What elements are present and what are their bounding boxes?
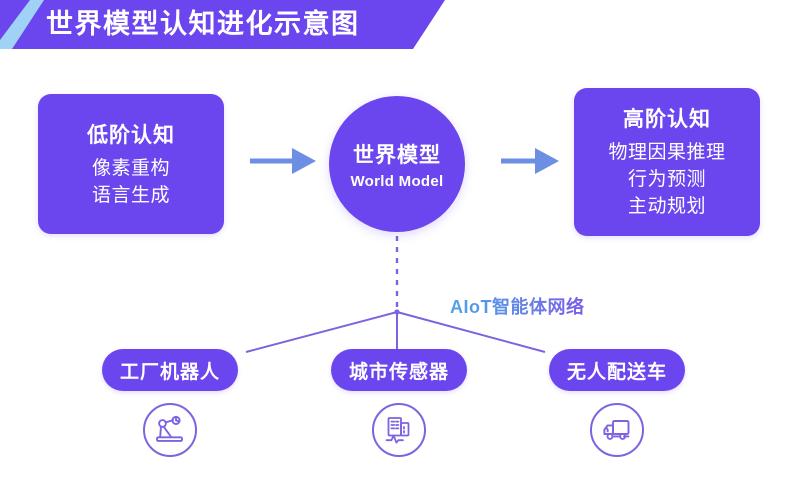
aiot-network-label: AIoT智能体网络 (450, 293, 585, 319)
robot-arm-icon (143, 403, 197, 457)
low-cognition-line-2: 语言生成 (91, 184, 170, 206)
world-model-title-cn: 世界模型 (353, 143, 441, 167)
robot-arm-glyph (156, 415, 183, 442)
node-pill-factory-robot[interactable]: 工厂机器人 (102, 349, 238, 391)
arrow-left-to-center-icon (250, 148, 316, 174)
high-cognition-line-2: 行为预测 (627, 169, 706, 191)
city-sensor-glyph (385, 417, 410, 444)
stage-card-high-cognition[interactable]: 高阶认知 物理因果推理 行为预测 主动规划 (574, 88, 760, 236)
high-cognition-heading: 高阶认知 (623, 108, 711, 132)
node-pill-delivery-vehicle[interactable]: 无人配送车 (549, 349, 685, 391)
delivery-truck-icon (590, 403, 644, 457)
title-banner: 世界模型认知进化示意图 (0, 0, 450, 50)
hub-line-left (245, 311, 398, 353)
high-cognition-line-3: 主动规划 (627, 195, 706, 217)
node-pill-city-sensor[interactable]: 城市传感器 (331, 349, 467, 391)
delivery-truck-glyph (603, 420, 630, 440)
world-model-circle[interactable]: 世界模型 World Model (329, 96, 465, 232)
page-title: 世界模型认知进化示意图 (46, 9, 360, 39)
hub-junction-dot (394, 309, 400, 315)
high-cognition-line-1: 物理因果推理 (608, 142, 726, 164)
arrow-center-to-right-icon (501, 148, 559, 174)
banner-body (0, 0, 445, 49)
stage-card-low-cognition[interactable]: 低阶认知 像素重构 语言生成 (38, 94, 224, 234)
city-sensor-icon (372, 403, 426, 457)
banner-shape (0, 0, 445, 49)
world-model-title-en: World Model (350, 172, 444, 190)
banner-inner-wedge (12, 0, 60, 49)
low-cognition-line-1: 像素重构 (91, 157, 170, 179)
low-cognition-heading: 低阶认知 (87, 123, 175, 147)
banner-accent-stripe (0, 0, 46, 49)
